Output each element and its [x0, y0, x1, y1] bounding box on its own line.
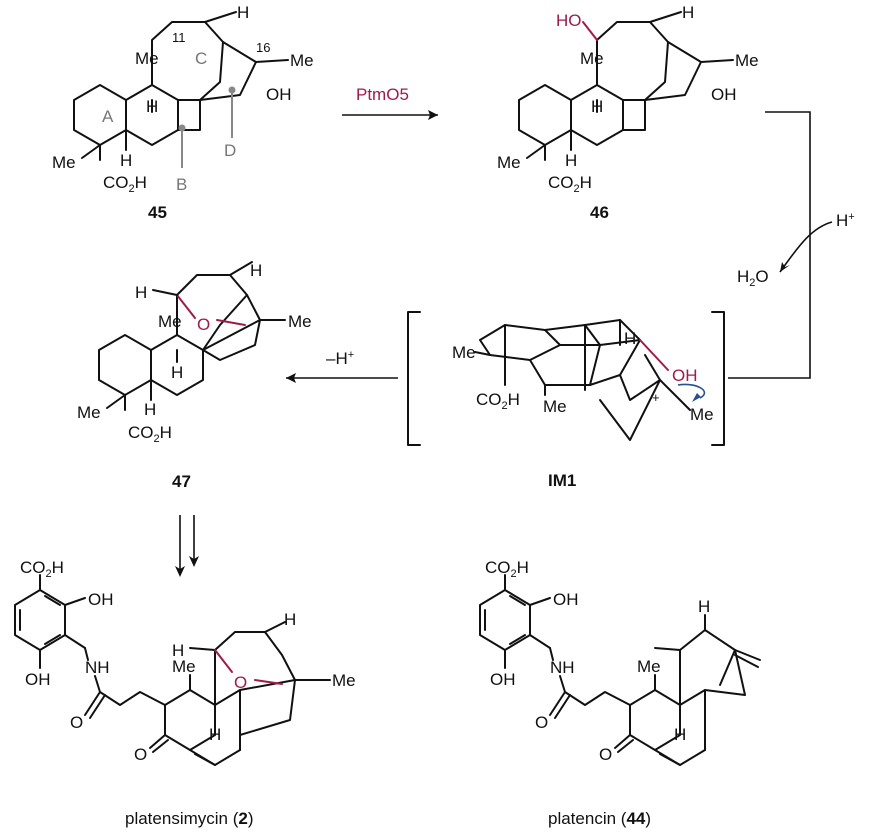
h-47-b: H [250, 261, 262, 280]
h-platencin-b: H [674, 725, 686, 744]
multistep-arrow [175, 515, 199, 577]
h-46-b: H [565, 151, 577, 170]
ho-46: HO [556, 11, 582, 30]
me-im1-b: Me [543, 397, 567, 416]
marker-b-label: B [176, 175, 187, 194]
ring-a-label: A [102, 107, 114, 126]
h-plus-label: H+ [836, 211, 855, 230]
me-46-b: Me [497, 153, 521, 172]
o-bridge-platensimycin: O [234, 673, 247, 692]
position-16-label: 16 [256, 40, 270, 55]
me-45-a: Me [135, 49, 159, 68]
o-ketone-platencin: O [599, 745, 612, 764]
oh-platencin-a: OH [553, 590, 579, 609]
compound-45-label: 45 [148, 203, 167, 222]
nh-platencin: NH [550, 658, 575, 677]
co2h-47: CO2H [128, 423, 172, 445]
compound-47: H H O Me Me H H Me CO2H 47 [77, 261, 312, 491]
im1-label: IM1 [548, 471, 576, 490]
me-46-a: Me [580, 49, 604, 68]
co2h-45: CO2H [103, 173, 147, 195]
h-platensimycin-a: H [172, 641, 184, 660]
platencin-caption: platencin (44) [548, 809, 651, 828]
compound-47-label: 47 [172, 472, 191, 491]
intermediate-im1: Me CO2H Me H OH + Me IM1 [407, 311, 725, 490]
co2h-platencin: CO2H [485, 558, 529, 580]
me-platencin: Me [637, 657, 661, 676]
ring-c-label: C [195, 49, 207, 68]
marker-d-dot [228, 86, 236, 94]
co2h-im1: CO2H [476, 390, 520, 412]
arrow-45-to-46: PtmO5 [342, 85, 438, 120]
oh-45: OH [266, 85, 292, 104]
o-amide-platencin: O [535, 713, 548, 732]
o-ketone-platensimycin: O [134, 745, 147, 764]
me-47-b: Me [158, 312, 182, 331]
compound-46-label: 46 [590, 203, 609, 222]
minus-h-label: –H+ [326, 349, 354, 368]
marker-b-dot [178, 124, 186, 132]
h-47-c: H [171, 363, 183, 382]
me-45-c: Me [290, 51, 314, 70]
marker-d-label: D [224, 141, 236, 160]
me-im1-c: Me [690, 405, 714, 424]
me-45-b: Me [52, 153, 76, 172]
oh-platensimycin-b: OH [25, 670, 51, 689]
o-bridge-47: O [197, 315, 210, 334]
me-46-c: Me [735, 51, 759, 70]
me-47-a: Me [288, 312, 312, 331]
me-platensimycin-b: Me [332, 671, 356, 690]
nh-platensimycin: NH [85, 658, 110, 677]
oh-platensimycin-a: OH [88, 590, 114, 609]
co2h-platensimycin: CO2H [20, 558, 64, 580]
enzyme-label: PtmO5 [356, 85, 409, 104]
platencin-structure: CO2H OH NH OH O Me H H O platencin (44) [479, 558, 761, 828]
platensimycin-structure: CO2H OH NH OH O Me H H O Me H O platensi… [14, 558, 356, 828]
h-platencin-a: H [698, 597, 710, 616]
h-platensimycin-c: H [209, 725, 221, 744]
h-47-a: H [135, 283, 147, 302]
position-11-label: 11 [172, 30, 186, 45]
carbocation-plus: + [652, 390, 660, 405]
h-45-a: H [146, 97, 158, 116]
h-46-c: H [682, 3, 694, 22]
curly-arrow-head [692, 393, 701, 402]
h-45-b: H [120, 151, 132, 170]
oh-platencin-b: OH [490, 670, 516, 689]
h-im1: H [624, 329, 636, 348]
me-47-c: Me [77, 403, 101, 422]
h-platensimycin-b: H [284, 610, 296, 629]
me-im1-a: Me [452, 343, 476, 362]
oh-im1: OH [672, 366, 698, 385]
h-45-c: H [237, 3, 249, 22]
h-46-a: H [591, 97, 603, 116]
co2h-46: CO2H [548, 173, 592, 195]
oh-46: OH [711, 85, 737, 104]
h-47-d: H [144, 400, 156, 419]
arrow-46-to-im1: H+ H2O [728, 111, 855, 379]
me-platensimycin-a: Me [172, 657, 196, 676]
arrow-im1-to-47: –H+ [286, 349, 398, 383]
compound-46: HO Me H H Me H Me OH CO2H 46 [497, 3, 759, 222]
water-label: H2O [737, 267, 769, 289]
platensimycin-caption: platensimycin (2) [125, 809, 254, 828]
compound-45: A C 11 16 Me H H Me H Me OH CO2H B D 45 [52, 3, 314, 222]
o-amide-platensimycin: O [70, 713, 83, 732]
